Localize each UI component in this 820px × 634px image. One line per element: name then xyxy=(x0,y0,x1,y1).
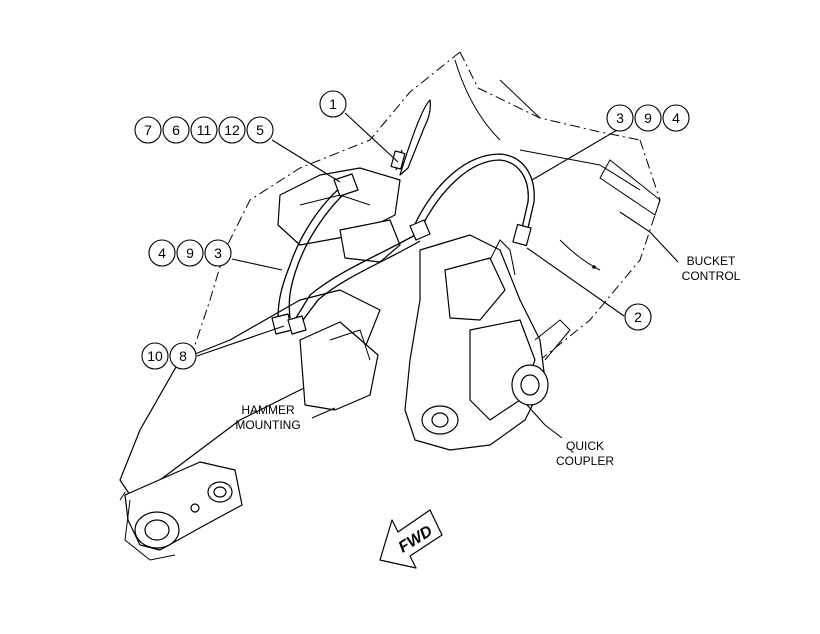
callout-2: 2 xyxy=(624,303,652,331)
callout-11: 11 xyxy=(197,122,212,138)
callout-3b: 3 xyxy=(214,245,222,261)
callout-7: 7 xyxy=(144,122,152,138)
label-mounting: MOUNTING xyxy=(235,418,300,432)
fitting-top xyxy=(390,150,406,170)
clamp-upper xyxy=(333,173,359,197)
quick-coupler xyxy=(404,234,571,451)
fittings xyxy=(271,150,532,335)
label-hammer-mounting: HAMMER MOUNTING xyxy=(235,403,300,432)
hydraulic-hoses xyxy=(277,149,535,321)
fitting-right xyxy=(512,223,532,247)
callout-6: 6 xyxy=(172,122,180,138)
callout-group-mid-left: 4 9 3 xyxy=(148,239,232,267)
hammer-mounting xyxy=(119,289,381,561)
label-hammer: HAMMER xyxy=(241,403,295,417)
stick-arm xyxy=(119,51,661,501)
callout-9b: 9 xyxy=(186,245,194,261)
callout-4b: 4 xyxy=(158,245,166,261)
label-bucket: BUCKET xyxy=(687,254,736,268)
label-quick-coupler: QUICK COUPLER xyxy=(556,439,614,468)
callout-8: 8 xyxy=(179,348,187,364)
clamp-middle xyxy=(409,219,431,241)
fitting-lower-left-b xyxy=(287,315,307,335)
callout-5: 5 xyxy=(256,122,264,138)
label-quick: QUICK xyxy=(566,439,604,453)
label-control: CONTROL xyxy=(682,269,741,283)
callout-4: 4 xyxy=(672,110,680,126)
callout-3: 3 xyxy=(616,110,624,126)
callout-group-low-left: 10 8 xyxy=(141,342,197,370)
label-bucket-control: BUCKET CONTROL xyxy=(682,254,741,283)
callout-1: 1 xyxy=(319,90,347,118)
leader-lines xyxy=(196,112,679,439)
callout-1-number: 1 xyxy=(329,96,337,112)
callout-12: 12 xyxy=(224,122,240,138)
callout-group-top-right: 3 9 4 xyxy=(606,104,690,132)
callout-2-number: 2 xyxy=(634,309,642,325)
callout-10: 10 xyxy=(147,348,163,364)
label-coupler: COUPLER xyxy=(556,454,614,468)
callout-group-top-left: 7 6 11 12 5 xyxy=(134,116,274,144)
fwd-arrow-icon: FWD xyxy=(379,509,443,569)
callout-9: 9 xyxy=(644,110,652,126)
